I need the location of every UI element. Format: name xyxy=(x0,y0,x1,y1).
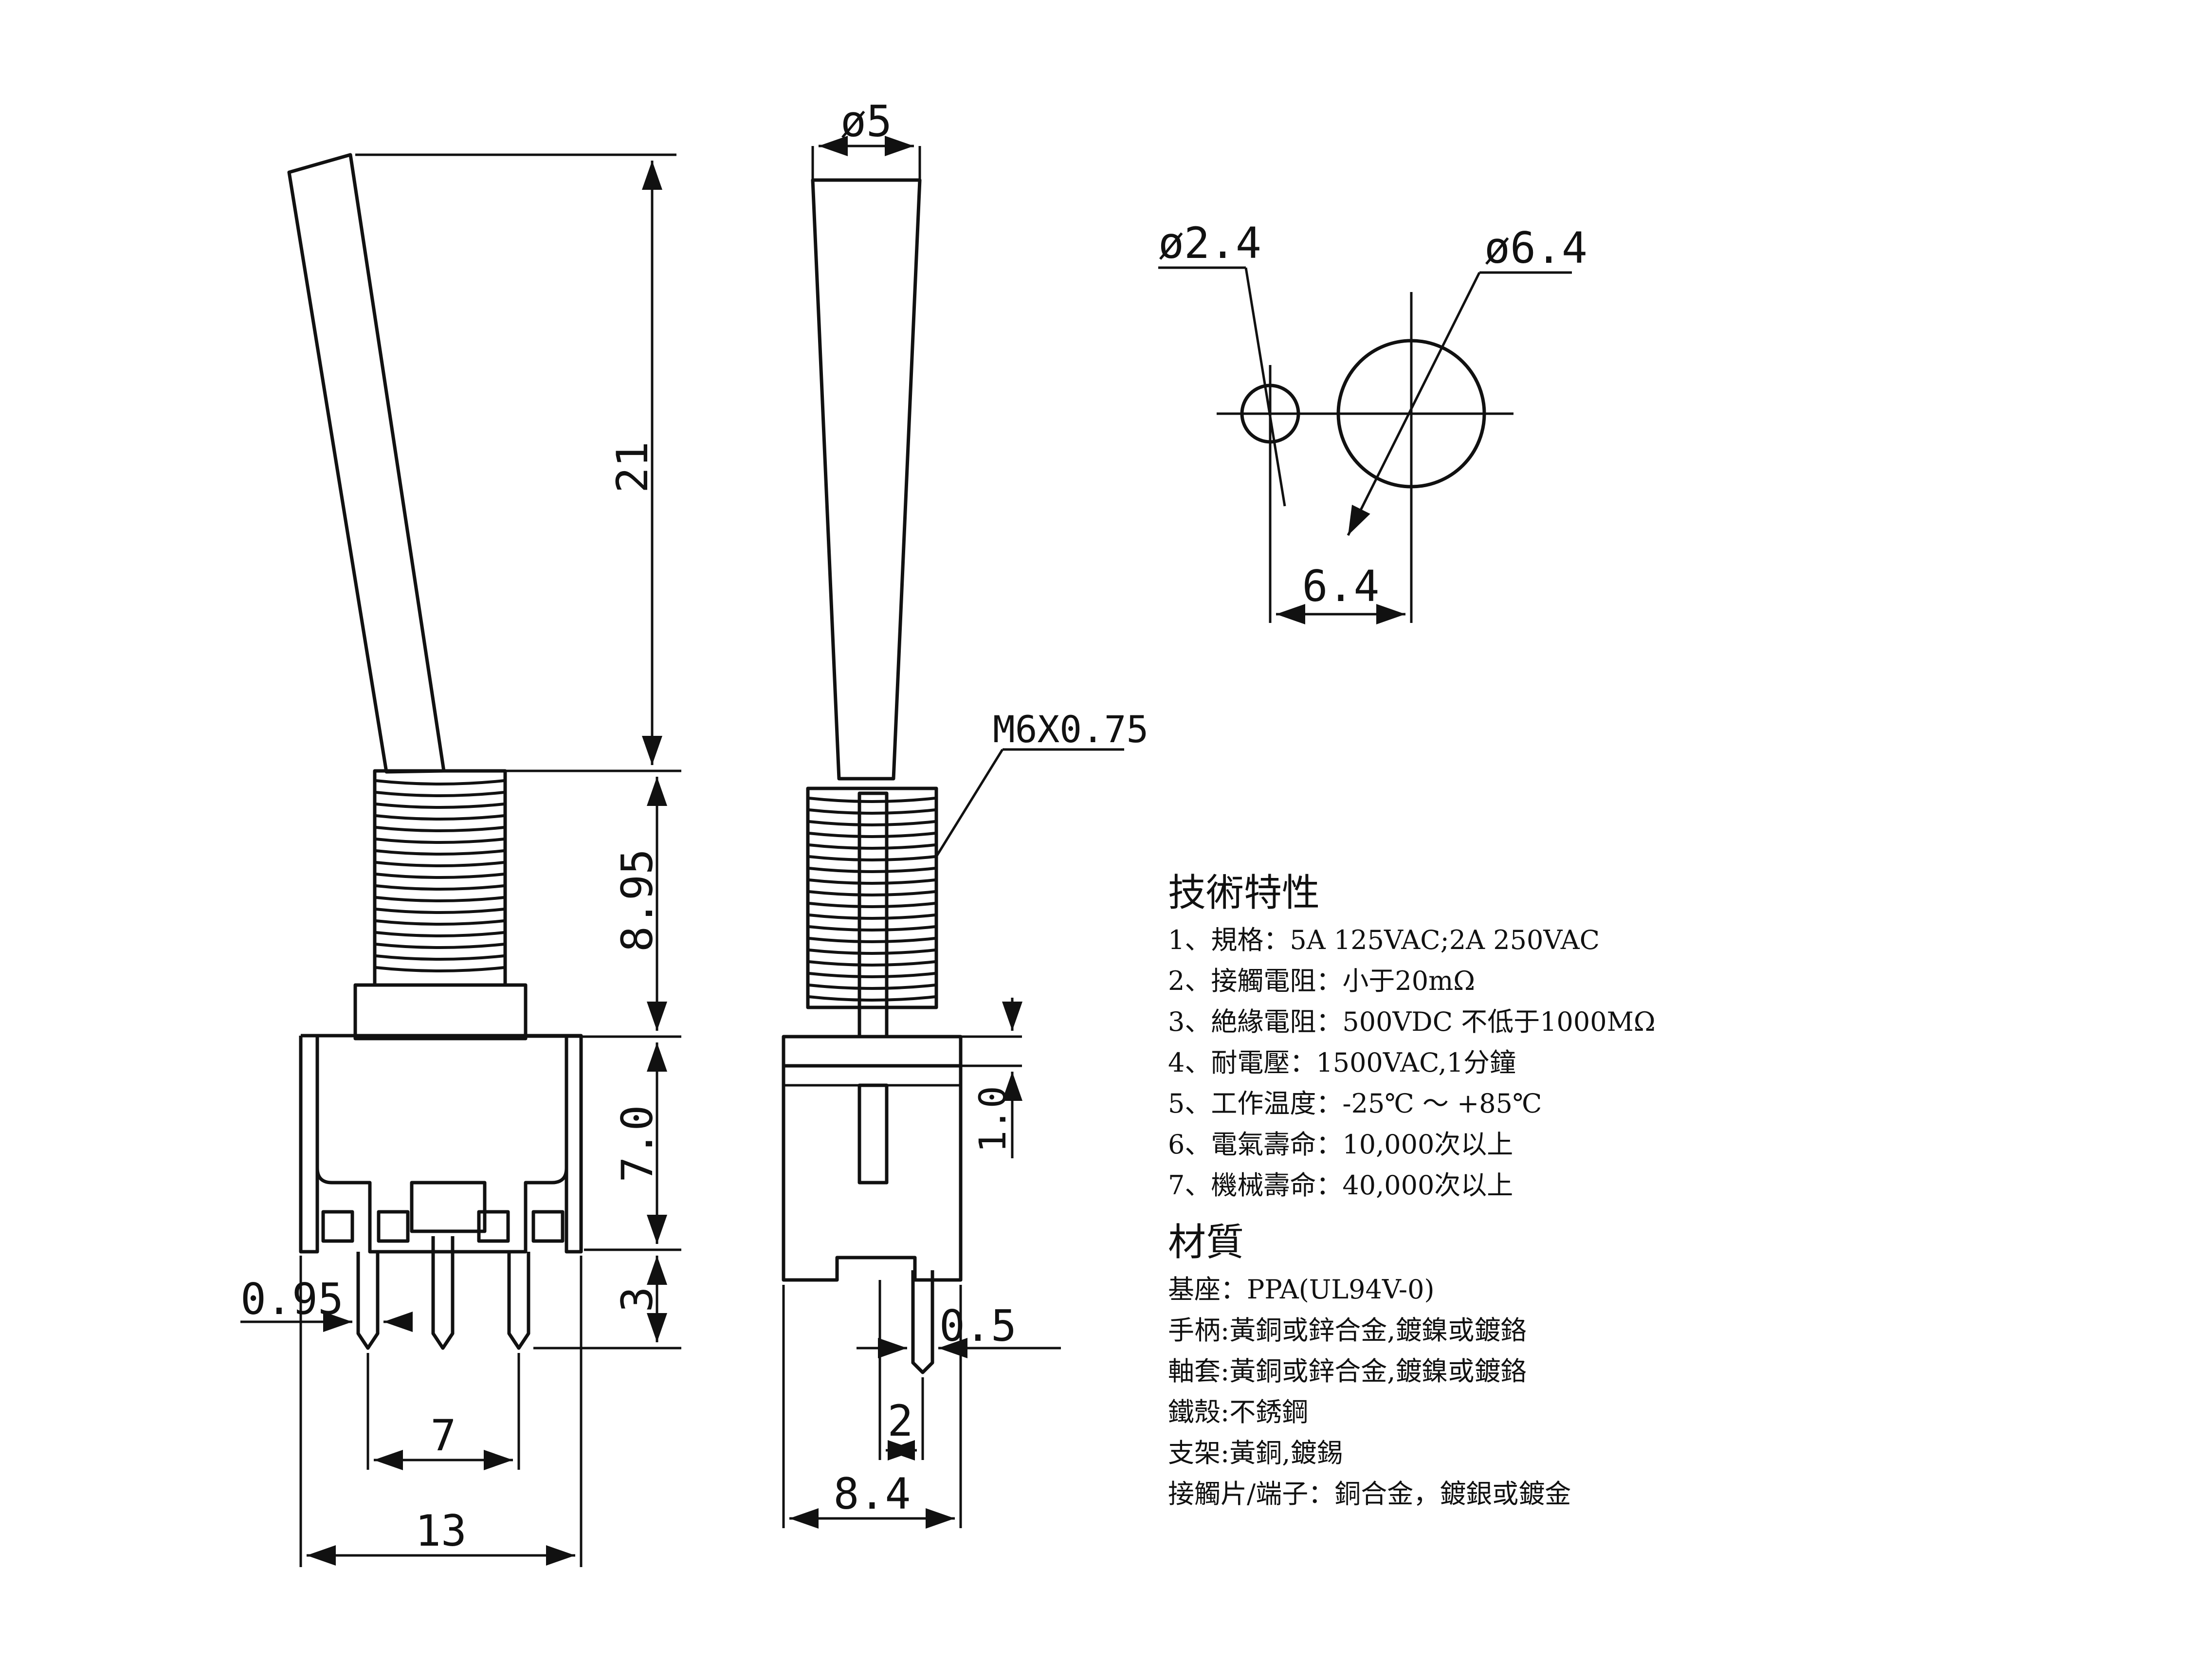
material-title: 材質 xyxy=(1168,1221,1244,1264)
thread-line xyxy=(375,919,505,926)
spec-item: 6、電氣壽命：10,000次以上 xyxy=(1168,1129,1513,1160)
thread-line xyxy=(375,861,505,867)
side-lever xyxy=(811,178,922,781)
dim-lever-diameter: ø5 xyxy=(840,96,892,146)
dim-terminal-thickness: 0.5 xyxy=(939,1301,1017,1351)
thread-line xyxy=(808,890,936,896)
spec-item: 5、工作温度：-25℃ ～ +85℃ xyxy=(1168,1088,1542,1119)
front-lever xyxy=(287,153,446,774)
dim-body-depth: 8.4 xyxy=(834,1469,911,1519)
front-rivet-right xyxy=(531,1210,565,1243)
spec-item: 7、機械壽命：40,000次以上 xyxy=(1168,1170,1513,1201)
thread-line xyxy=(808,808,936,815)
front-rivet-inner-right xyxy=(477,1210,510,1243)
dim-bushing-height: 8.95 xyxy=(612,849,662,952)
dim-mount-hole: ø6.4 xyxy=(1484,223,1587,273)
panel-cutout: ø2.4 ø6.4 6.4 xyxy=(1158,218,1587,624)
material-list: 基座：PPA(UL94V-0) 手柄:黃銅或鋅合金,鍍鎳或鍍鉻軸套:黃銅或鋅合金,… xyxy=(1168,1269,2093,1515)
thread-line xyxy=(808,843,936,850)
dim-body-height: 7.0 xyxy=(612,1105,662,1183)
side-flange xyxy=(782,1035,963,1068)
thread-line xyxy=(808,797,936,803)
front-base-block xyxy=(410,1181,487,1233)
dim-terminal-offset: 2 xyxy=(888,1396,913,1446)
specifications: 技術特性 1、規格：5A 125VAC;2A 250VAC 2、接觸電阻：小于20… xyxy=(1168,866,2093,1515)
dim-center-distance: 6.4 xyxy=(1302,561,1380,611)
thread-line xyxy=(375,838,505,844)
thread-line xyxy=(375,849,505,856)
thread-line xyxy=(808,995,936,1002)
thread-line xyxy=(375,873,505,879)
spec-item: 1、規格：5A 125VAC;2A 250VAC xyxy=(1168,925,1600,955)
front-thread-lines xyxy=(375,779,505,972)
side-actuator-slot xyxy=(857,1083,889,1185)
side-body xyxy=(782,1066,963,1282)
thread-line xyxy=(808,984,936,990)
dim-key-hole: ø2.4 xyxy=(1158,218,1261,268)
thread-line xyxy=(375,826,505,832)
spec-item: 接觸片/端子：銅合金，鍍銀或鍍金 xyxy=(1168,1479,1571,1509)
thread-line xyxy=(375,943,505,949)
spec-item: 手柄:黃銅或鋅合金,鍍鎳或鍍鉻 xyxy=(1168,1315,1527,1346)
dim-lever-height: 21 xyxy=(607,441,657,493)
side-view: ø5 M6X0.75 1.0 0.5 2 8.4 xyxy=(782,96,1149,1529)
side-bushing xyxy=(806,786,938,1039)
thread-line xyxy=(808,878,936,885)
thread-line xyxy=(808,820,936,826)
thread-line xyxy=(375,896,505,902)
thread-line xyxy=(808,972,936,978)
thread-line xyxy=(808,949,936,955)
side-terminal xyxy=(911,1270,934,1374)
thread-line xyxy=(375,931,505,937)
front-rivet-inner-left xyxy=(377,1210,410,1243)
dim-terminal-width: 0.95 xyxy=(240,1274,344,1324)
thread-line xyxy=(375,884,505,891)
technical-list: 1、規格：5A 125VAC;2A 250VAC 2、接觸電阻：小于20mΩ 3、絶… xyxy=(1168,920,2093,1206)
spec-item: 4、耐電壓：1500VAC,1分鐘 xyxy=(1168,1047,1516,1078)
spec-item: 鐵殼:不銹鋼 xyxy=(1168,1397,1309,1427)
technical-title: 技術特性 xyxy=(1168,871,1320,915)
front-rivet-left xyxy=(321,1210,354,1243)
thread-line xyxy=(375,908,505,914)
thread-line xyxy=(808,937,936,943)
thread-line xyxy=(808,855,936,861)
thread-line xyxy=(375,954,505,961)
front-terminal-left xyxy=(356,1252,380,1350)
front-body xyxy=(315,1037,568,1254)
front-terminal-right xyxy=(507,1252,530,1350)
dim-terminal-length: 3 xyxy=(612,1287,662,1313)
thread-line xyxy=(808,832,936,838)
thread-line xyxy=(808,960,936,967)
spec-item: 支架:黃銅,鍍錫 xyxy=(1168,1438,1343,1468)
thread-line xyxy=(375,814,505,821)
dim-body-width: 13 xyxy=(415,1506,467,1556)
thread-line xyxy=(375,966,505,972)
thread-line xyxy=(375,779,505,785)
dim-nut-thickness: 1.0 xyxy=(971,1086,1014,1152)
dim-thread: M6X0.75 xyxy=(993,708,1149,751)
dim-terminal-pitch: 7 xyxy=(431,1410,456,1461)
spec-item: 軸套:黃銅或鋅合金,鍍鎳或鍍鉻 xyxy=(1168,1356,1527,1387)
spec-item: 3、絶緣電阻：500VDC 不低于1000MΩ xyxy=(1168,1006,1656,1037)
front-bushing xyxy=(373,769,507,987)
front-view: 21 8.95 7.0 3 0.95 7 13 xyxy=(240,153,681,1567)
thread-line xyxy=(808,913,936,920)
front-flange xyxy=(353,983,528,1041)
thread-line xyxy=(808,867,936,873)
spec-item: 2、接觸電阻：小于20mΩ xyxy=(1168,966,1476,996)
front-terminal-mid xyxy=(431,1236,455,1350)
spec-item: 基座：PPA(UL94V-0) xyxy=(1168,1274,1435,1305)
thread-line xyxy=(375,803,505,809)
thread-line xyxy=(808,902,936,908)
side-thread-lines xyxy=(808,797,936,1002)
front-frame xyxy=(299,1034,583,1254)
thread-line xyxy=(808,925,936,931)
thread-line xyxy=(375,791,505,797)
